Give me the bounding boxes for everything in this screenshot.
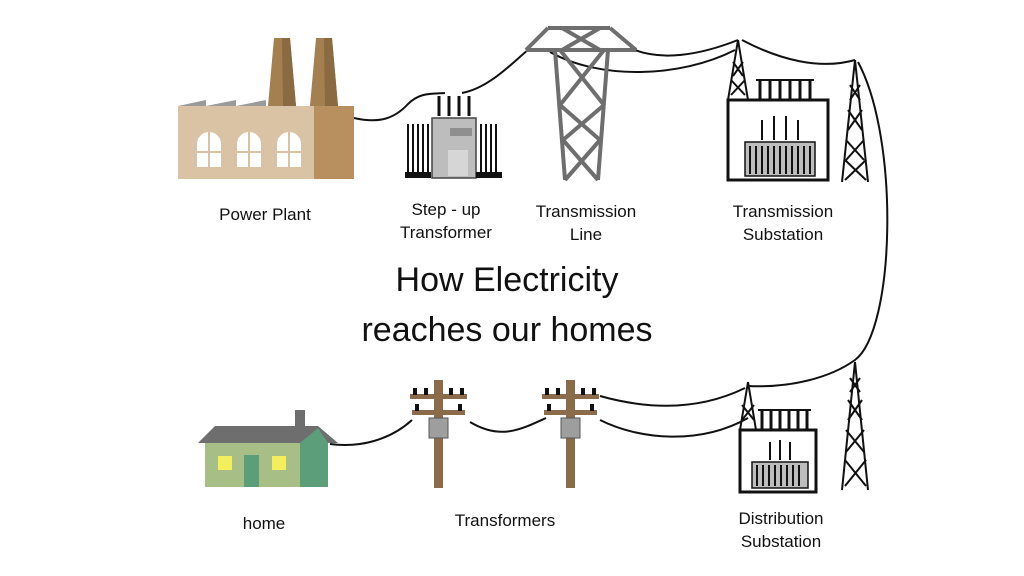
distribution-insulators (758, 409, 811, 430)
radiator-left (407, 124, 429, 172)
substation-right-pylon (841, 59, 869, 183)
utility-pole-1 (410, 380, 467, 488)
substation-frame (726, 98, 830, 182)
wire-tower-to-substation-a (629, 39, 739, 57)
substation-left-tower (727, 39, 749, 101)
pole-transformer-1 (428, 417, 449, 439)
house-icon (198, 410, 338, 487)
radiator-right (480, 124, 497, 172)
factory-windows (195, 130, 303, 169)
house-roof (198, 426, 338, 443)
title-line-2: reaches our homes (361, 311, 653, 349)
label-transformers: Transformers (454, 511, 556, 530)
wire-distribution-lower (599, 417, 749, 438)
wire-pole2-to-pole1 (469, 417, 547, 433)
label-transmission-substation: Transmission Substation (708, 200, 858, 246)
label-distribution-substation: Distribution Substation (706, 507, 856, 553)
insulators (437, 96, 471, 116)
label-step-up-line1: Step - up (411, 200, 481, 219)
utility-pole-2 (542, 380, 599, 488)
power-plant-icon (178, 38, 354, 179)
distribution-frame (738, 428, 818, 494)
factory-side (314, 106, 354, 179)
label-transmission-line-line1: Transmission (535, 202, 637, 221)
house-door (244, 455, 259, 487)
wire-plant-to-stepup (353, 92, 446, 122)
label-transmission-substation-line2: Substation (742, 225, 824, 244)
pole-transformer-2 (560, 417, 581, 439)
wire-pole1-to-house (329, 419, 413, 446)
wire-substation-to-pylon (741, 39, 856, 65)
factory-sawtooth (178, 100, 266, 106)
label-step-up-transformer: Step - up Transformer (376, 198, 516, 244)
transmission-tower-icon (524, 26, 638, 182)
distribution-left-tower (739, 381, 757, 431)
chimney-left-shade (282, 38, 296, 106)
house-window-left (218, 456, 232, 470)
wire-stepup-to-tower (461, 49, 529, 94)
label-transmission-substation-line1: Transmission (732, 202, 834, 221)
house-side (300, 428, 328, 487)
label-transmission-line-line2: Line (569, 225, 603, 244)
diagram-title: How Electricity reaches our homes (312, 255, 702, 355)
label-distribution-substation-line1: Distribution (738, 509, 824, 528)
title-line-1: How Electricity (395, 261, 619, 299)
house-chimney (295, 410, 305, 426)
label-home: home (242, 514, 286, 533)
transmission-substation-icon (726, 39, 869, 183)
distribution-right-pylon (841, 361, 869, 491)
label-transmission-line: Transmission Line (516, 200, 656, 246)
label-power-plant: Power Plant (219, 205, 311, 224)
distribution-substation-icon (738, 361, 869, 494)
wire-distribution-upper (599, 387, 746, 407)
label-distribution-substation-line2: Substation (740, 532, 822, 551)
step-up-transformer-icon (405, 96, 502, 179)
substation-insulators (756, 79, 814, 100)
wire-long-down (747, 61, 889, 388)
chimney-right-shade (324, 38, 338, 106)
label-step-up-line2: Transformer (400, 223, 492, 242)
house-window-right (272, 456, 286, 470)
